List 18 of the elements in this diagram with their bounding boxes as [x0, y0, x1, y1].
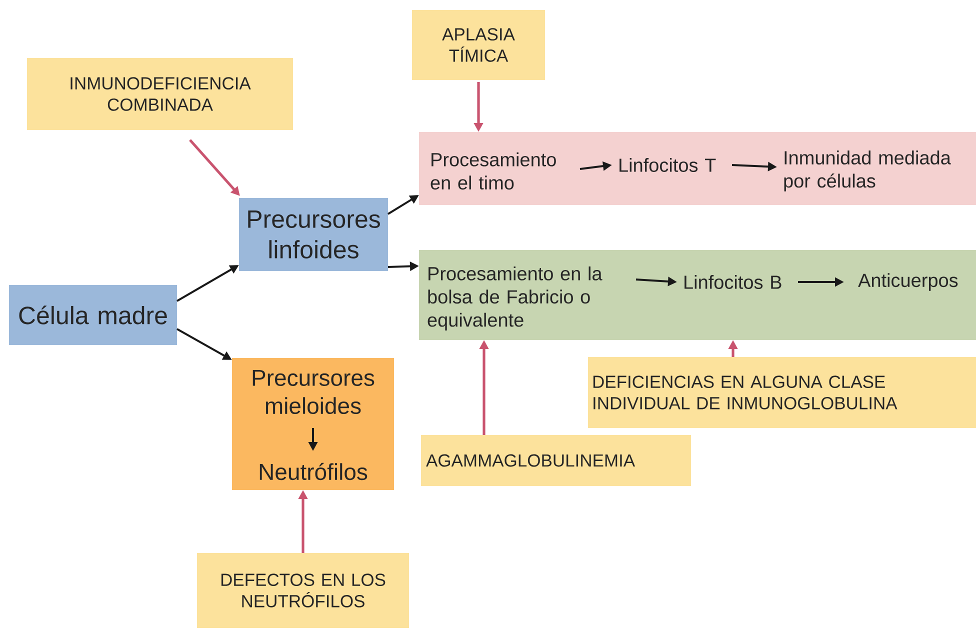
- stage-label: Linfocitos B: [684, 275, 782, 289]
- pathway-band: [419, 132, 976, 205]
- stage-label: Inmunidad mediada por células: [784, 150, 951, 192]
- condition-box: INMUNODEFICIENCIA COMBINADA: [27, 58, 293, 130]
- condition-box: APLASIA TÍMICA: [412, 10, 545, 80]
- stage-label: Precursores mieloides: [252, 370, 374, 414]
- stage-label: Neutrófilos: [260, 462, 368, 480]
- condition-box: DEFICIENCIAS EN ALGUNA CLASE INDIVIDUAL DE INMUNOGLOBULINA: [588, 357, 976, 428]
- stage-label: Anticuerpos: [858, 273, 958, 291]
- stage-label: Procesamiento en el timo: [430, 152, 556, 190]
- condition-box: AGAMMAGLOBULINEMIA: [421, 435, 691, 486]
- pathway-band: [232, 358, 394, 490]
- cell-box: Célula madre: [9, 285, 177, 345]
- stage-label: Procesamiento en la bolsa de Fabricio o equivalente: [428, 266, 602, 331]
- pathway-band: [419, 250, 976, 340]
- cell-box: Precursores linfoides: [239, 198, 388, 271]
- stage-label: Linfocitos T: [620, 158, 716, 172]
- condition-box: DEFECTOS EN LOS NEUTRÓFILOS: [197, 553, 409, 628]
